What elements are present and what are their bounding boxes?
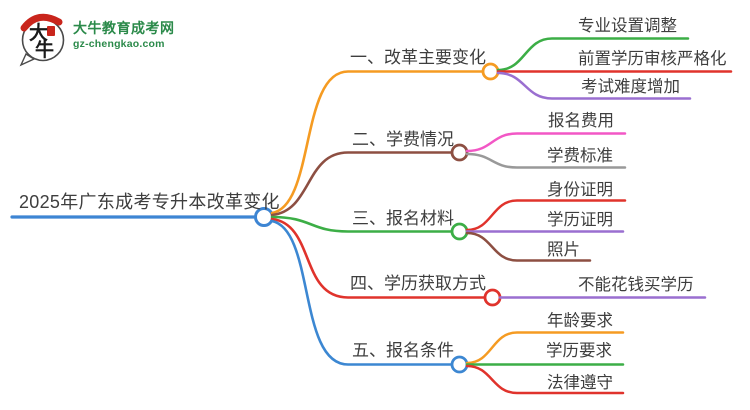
branch-4-node bbox=[483, 288, 502, 307]
branch-3-connector bbox=[270, 215, 454, 233]
branch-5-connector bbox=[270, 219, 454, 366]
branch-1-connector bbox=[270, 70, 485, 215]
branch-1-child-1-label: 专业设置调整 bbox=[578, 17, 677, 35]
branch-5-child-1-label: 年龄要求 bbox=[547, 312, 613, 330]
branch-3-node bbox=[450, 222, 469, 241]
branch-3-child-3-label: 照片 bbox=[547, 241, 580, 259]
branch-5-child-1-connector bbox=[465, 331, 625, 365]
branch-2-child-1-connector bbox=[465, 132, 627, 153]
logo-seal-icon bbox=[47, 26, 55, 36]
logo-hat-icon bbox=[20, 13, 63, 32]
branch-2-label: 二、学费情况 bbox=[352, 130, 454, 149]
branch-1-child-1-connector bbox=[496, 37, 690, 72]
branch-2-node bbox=[450, 143, 469, 162]
branch-5-child-3-label: 法律遵守 bbox=[547, 374, 613, 392]
branch-2-child-2-connector bbox=[465, 152, 627, 169]
site-logo: 大 牛 大牛教育成考网 gz-chengkao.com bbox=[16, 12, 175, 68]
branch-5-child-3-connector bbox=[465, 364, 625, 395]
branch-3-child-2-label: 学历证明 bbox=[547, 211, 613, 229]
logo-bull-icon: 大 牛 bbox=[19, 13, 65, 67]
branch-4-label: 四、学历获取方式 bbox=[350, 274, 486, 293]
branch-5-node bbox=[450, 355, 469, 374]
branch-5-child-2-label: 学历要求 bbox=[546, 342, 612, 360]
branch-1-child-3-label: 考试难度增加 bbox=[581, 78, 680, 96]
site-url: gz-chengkao.com bbox=[73, 37, 165, 50]
branch-3-label: 三、报名材料 bbox=[352, 209, 454, 228]
branch-1-child-2-label: 前置学历审核严格化 bbox=[578, 50, 727, 68]
logo-char-bottom: 牛 bbox=[35, 38, 54, 61]
logo-text-block: 大牛教育成考网 gz-chengkao.com bbox=[73, 12, 175, 50]
branch-1-label: 一、改革主要变化 bbox=[350, 48, 486, 67]
branch-3-child-3-connector bbox=[465, 231, 592, 262]
branch-2-connector bbox=[270, 151, 454, 217]
branch-1-child-3-connector bbox=[496, 71, 692, 100]
branch-2-child-2-label: 学费标准 bbox=[547, 147, 613, 165]
branch-4-child-1-label: 不能花钱买学历 bbox=[578, 276, 694, 294]
logo-char-top: 大 bbox=[29, 21, 48, 44]
root-topic-label: 2025年广东成考专升本改革变化 bbox=[19, 192, 280, 212]
branch-5-label: 五、报名条件 bbox=[352, 341, 454, 360]
branch-4-connector bbox=[270, 217, 487, 299]
site-name: 大牛教育成考网 bbox=[73, 20, 175, 36]
branch-3-child-1-connector bbox=[465, 199, 627, 232]
branch-2-child-1-label: 报名费用 bbox=[548, 112, 614, 130]
branch-3-child-1-label: 身份证明 bbox=[547, 181, 613, 199]
